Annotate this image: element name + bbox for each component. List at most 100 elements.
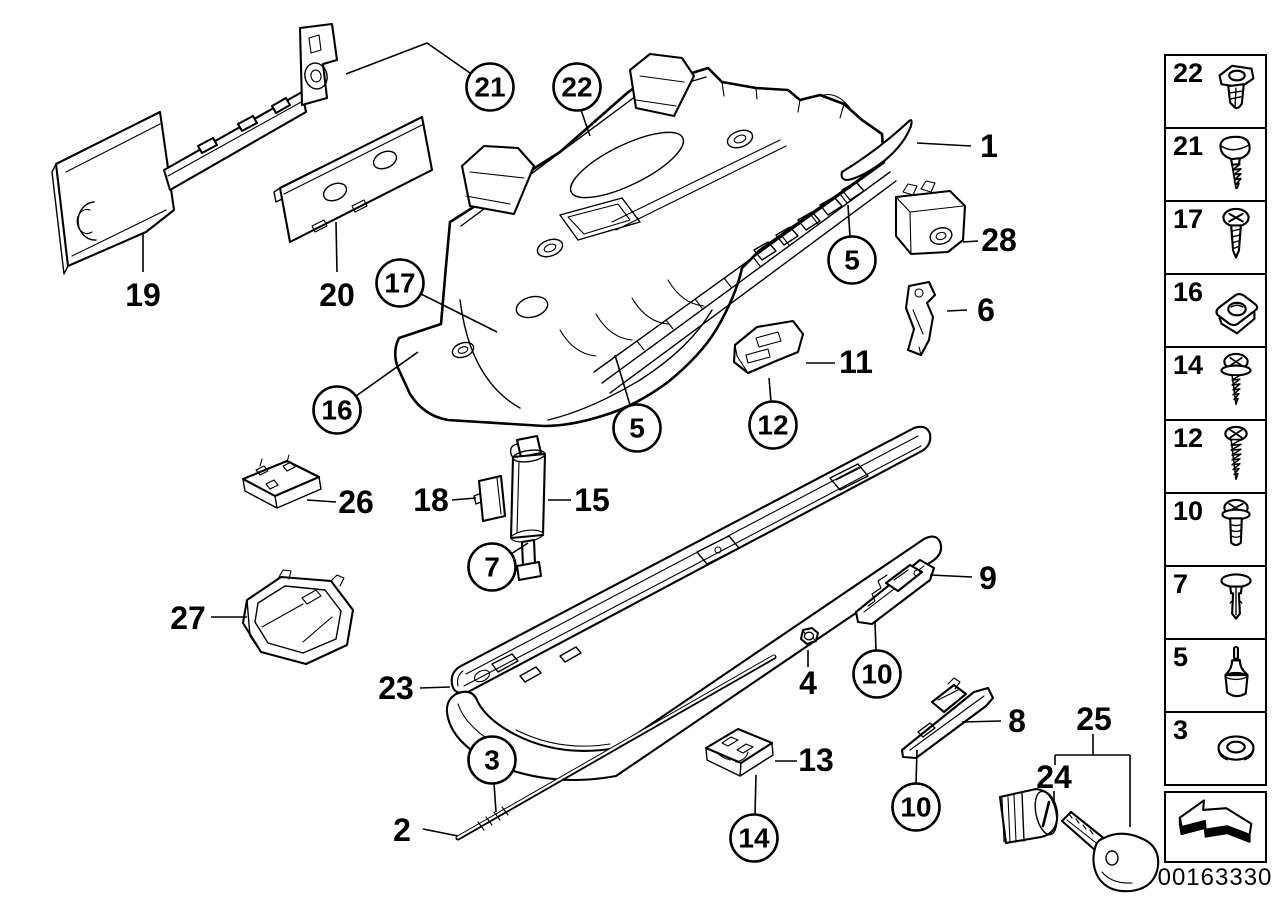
callout-label: 19 bbox=[125, 277, 161, 313]
callout-7-circled[interactable]: 7 bbox=[467, 542, 529, 592]
callout-circle bbox=[312, 385, 362, 435]
callout-4[interactable]: 4 bbox=[799, 650, 817, 701]
callout-circle bbox=[852, 649, 902, 699]
callout-circle bbox=[467, 735, 517, 785]
callout-20[interactable]: 20 bbox=[319, 221, 355, 313]
part-13-clip bbox=[704, 727, 774, 777]
leader-line bbox=[946, 309, 968, 312]
leader-line bbox=[335, 221, 338, 273]
callout-circle bbox=[748, 400, 798, 450]
leader-line bbox=[420, 293, 498, 333]
callout-12-circled[interactable]: 12 bbox=[748, 377, 798, 450]
callout-circle bbox=[891, 782, 941, 832]
leader-line bbox=[422, 828, 459, 837]
callout-8[interactable]: 8 bbox=[961, 703, 1026, 739]
part-28-housing bbox=[894, 180, 967, 256]
callout-21-circled[interactable]: 21 bbox=[345, 42, 515, 112]
pan-head-screw-icon bbox=[1210, 425, 1262, 489]
callout-label: 7 bbox=[484, 552, 500, 583]
part-26-plate bbox=[241, 454, 322, 509]
callout-19[interactable]: 19 bbox=[125, 234, 161, 313]
part-4-nut bbox=[799, 626, 820, 646]
legend-item-7[interactable]: 7 bbox=[1164, 565, 1267, 640]
part-20-panel bbox=[273, 115, 434, 244]
callout-label: 16 bbox=[321, 395, 352, 426]
callout-18[interactable]: 18 bbox=[413, 482, 477, 518]
callout-label: 1 bbox=[980, 128, 998, 164]
callout-2[interactable]: 2 bbox=[393, 812, 459, 848]
legend-item-22[interactable]: 22 bbox=[1164, 54, 1267, 129]
callout-1[interactable]: 1 bbox=[916, 128, 998, 164]
legend-item-21[interactable]: 21 bbox=[1164, 127, 1267, 202]
callout-label: 3 bbox=[484, 745, 500, 776]
callout-27[interactable]: 27 bbox=[170, 600, 247, 636]
part-11-bracket bbox=[732, 319, 805, 375]
callout-10-circled[interactable]: 10 bbox=[891, 749, 941, 832]
leader-line bbox=[915, 749, 918, 785]
callout-14-circled[interactable]: 14 bbox=[729, 774, 779, 863]
callout-24[interactable]: 24 bbox=[1036, 759, 1072, 801]
legend-number: 7 bbox=[1173, 569, 1189, 599]
callout-label: 25 bbox=[1076, 701, 1112, 737]
legend-item-17[interactable]: 17 bbox=[1164, 200, 1267, 275]
washer-icon bbox=[1210, 717, 1262, 781]
expanding-rivet-icon bbox=[1210, 60, 1262, 124]
legend-item-3[interactable]: 3 bbox=[1164, 711, 1267, 786]
callout-22-circled[interactable]: 22 bbox=[552, 62, 602, 137]
expansion-rivet-icon bbox=[1210, 571, 1262, 635]
legend-number: 16 bbox=[1173, 277, 1204, 307]
callout-circle bbox=[467, 542, 517, 592]
leader-line bbox=[355, 351, 419, 397]
callout-6[interactable]: 6 bbox=[946, 292, 995, 328]
leader-line bbox=[451, 497, 477, 501]
legend-direction-arrow[interactable] bbox=[1164, 791, 1267, 863]
legend-item-14[interactable]: 14 bbox=[1164, 346, 1267, 421]
callout-label: 21 bbox=[474, 72, 505, 103]
screw-with-washer-icon bbox=[1210, 352, 1262, 416]
leader-line bbox=[962, 240, 979, 243]
callout-5-circled[interactable]: 5 bbox=[827, 204, 877, 285]
callout-circle bbox=[465, 62, 515, 112]
flange-screw-icon bbox=[1210, 498, 1262, 562]
legend-number: 5 bbox=[1173, 642, 1189, 672]
legend-item-10[interactable]: 10 bbox=[1164, 492, 1267, 567]
legend-item-12[interactable]: 12 bbox=[1164, 419, 1267, 494]
leader-line bbox=[580, 109, 591, 137]
callout-label: 15 bbox=[574, 482, 610, 518]
callout-10-circled[interactable]: 10 bbox=[852, 621, 902, 699]
callout-13[interactable]: 13 bbox=[775, 742, 834, 778]
callout-15[interactable]: 15 bbox=[548, 482, 610, 518]
callout-17-circled[interactable]: 17 bbox=[375, 258, 498, 333]
leader-line bbox=[345, 42, 471, 75]
tapping-screw-icon bbox=[1210, 206, 1262, 270]
callout-16-circled[interactable]: 16 bbox=[312, 351, 419, 435]
callout-26[interactable]: 26 bbox=[306, 484, 374, 520]
callout-label: 17 bbox=[384, 268, 415, 299]
callout-label: 13 bbox=[798, 742, 834, 778]
part-24-lock-cylinder bbox=[998, 787, 1059, 845]
callout-28[interactable]: 28 bbox=[962, 222, 1017, 258]
leader-line bbox=[874, 621, 877, 652]
callout-label: 14 bbox=[738, 823, 770, 854]
leader-line bbox=[419, 686, 451, 689]
plastic-nut-icon bbox=[1210, 133, 1262, 197]
legend-item-5[interactable]: 5 bbox=[1164, 638, 1267, 713]
part-8-striker bbox=[900, 677, 995, 760]
legend-item-16[interactable]: 16 bbox=[1164, 273, 1267, 348]
callout-label: 8 bbox=[1008, 703, 1026, 739]
callout-5-circled[interactable]: 5 bbox=[612, 354, 662, 453]
legend-number: 10 bbox=[1173, 496, 1204, 526]
legend-number: 21 bbox=[1173, 131, 1204, 161]
leader-line bbox=[614, 354, 631, 406]
callout-11[interactable]: 11 bbox=[806, 344, 873, 380]
callout-label: 26 bbox=[338, 484, 374, 520]
callout-3-circled[interactable]: 3 bbox=[467, 735, 517, 813]
part-15-damper bbox=[509, 434, 547, 582]
callout-25[interactable]: 25 bbox=[1054, 701, 1131, 827]
callout-9[interactable]: 9 bbox=[929, 560, 997, 596]
callout-label: 22 bbox=[561, 72, 592, 103]
callout-23[interactable]: 23 bbox=[378, 670, 451, 706]
